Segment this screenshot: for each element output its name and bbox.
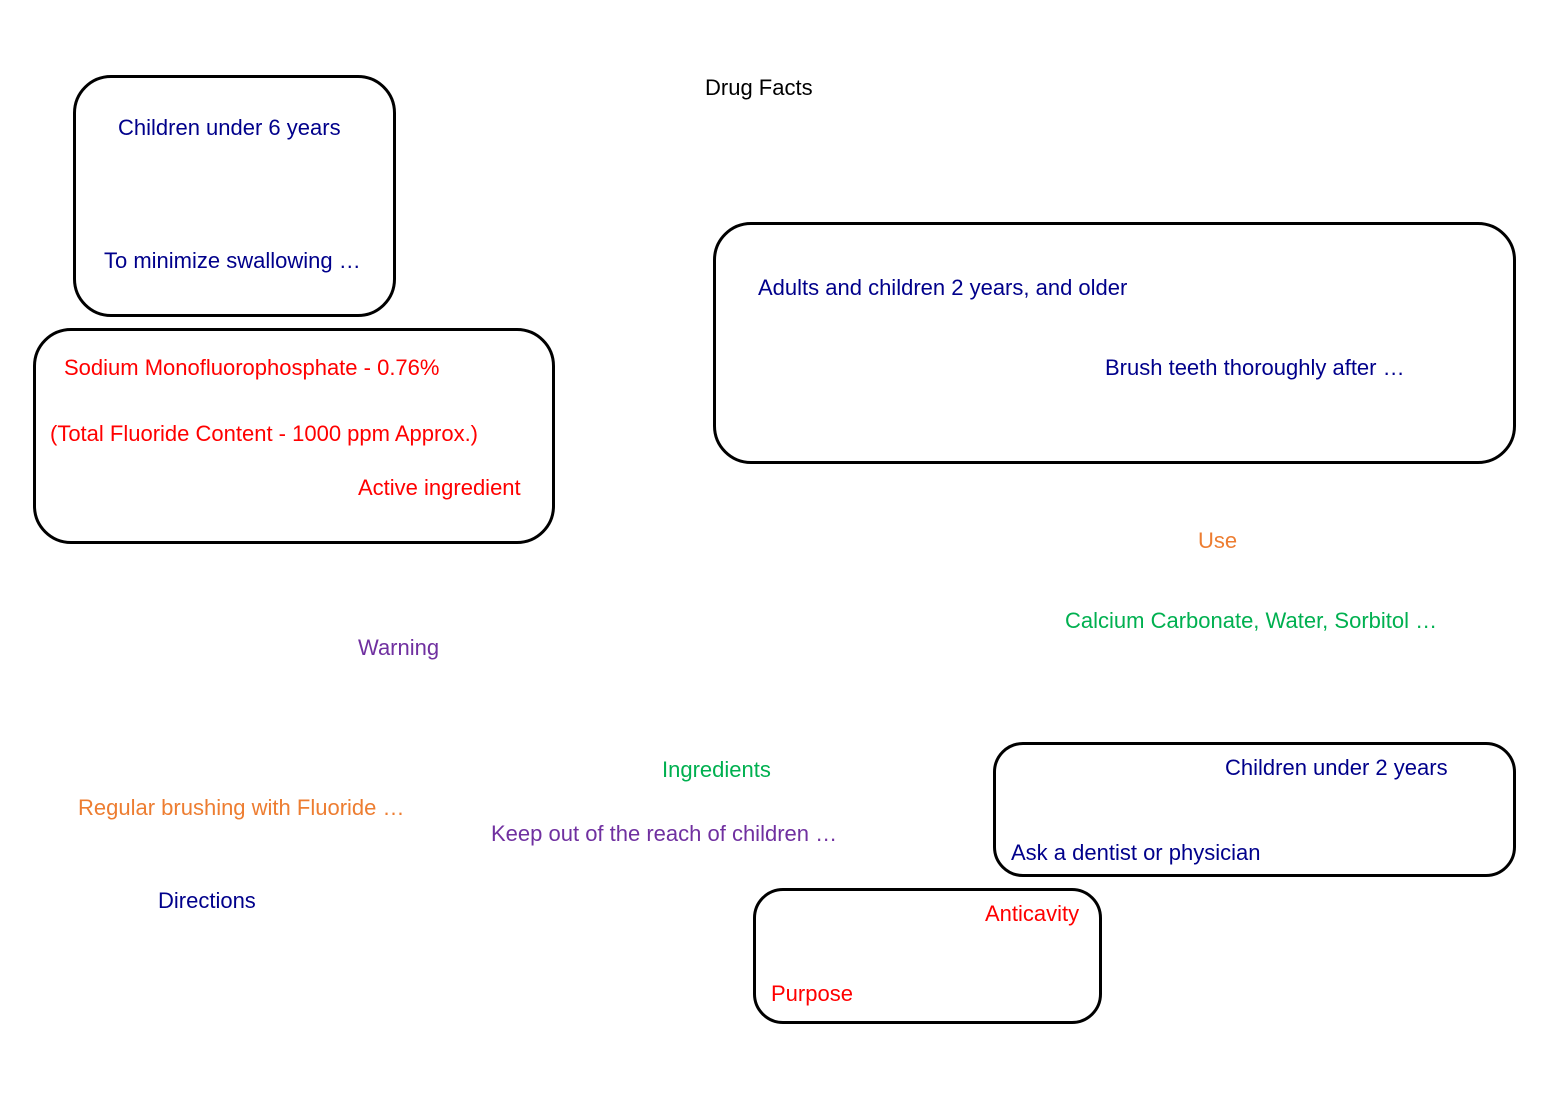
use-heading: Use (1198, 528, 1238, 553)
active-ingredient-name: Sodium Monofluorophosphate - 0.76% (64, 355, 440, 380)
purpose-box (753, 888, 1102, 1024)
ingredients-heading: Ingredients (662, 757, 771, 782)
adults-heading: Adults and children 2 years, and older (758, 275, 1128, 300)
diagram-title: Drug Facts (705, 75, 813, 100)
inactive-ingredients-text: Calcium Carbonate, Water, Sorbitol … (1065, 608, 1438, 633)
warning-text: Keep out of the reach of children … (491, 821, 838, 846)
children-under-2-box (993, 742, 1516, 877)
children-under-2-heading: Children under 2 years (1225, 755, 1448, 780)
children-under-6-detail: To minimize swallowing … (104, 248, 361, 273)
active-ingredient-box (33, 328, 555, 544)
children-under-6-box (73, 75, 396, 317)
directions-heading: Directions (158, 888, 256, 913)
fluoride-content: (Total Fluoride Content - 1000 ppm Appro… (50, 421, 479, 446)
purpose-value: Anticavity (985, 901, 1080, 926)
warning-heading: Warning (358, 635, 440, 660)
purpose-heading: Purpose (771, 981, 853, 1006)
children-under-6-heading: Children under 6 years (118, 115, 341, 140)
adults-box (713, 222, 1516, 464)
use-text: Regular brushing with Fluoride … (78, 795, 405, 820)
adults-detail: Brush teeth thoroughly after … (1105, 355, 1405, 380)
children-under-2-detail: Ask a dentist or physician (1011, 840, 1261, 865)
active-ingredient-heading: Active ingredient (358, 475, 521, 500)
